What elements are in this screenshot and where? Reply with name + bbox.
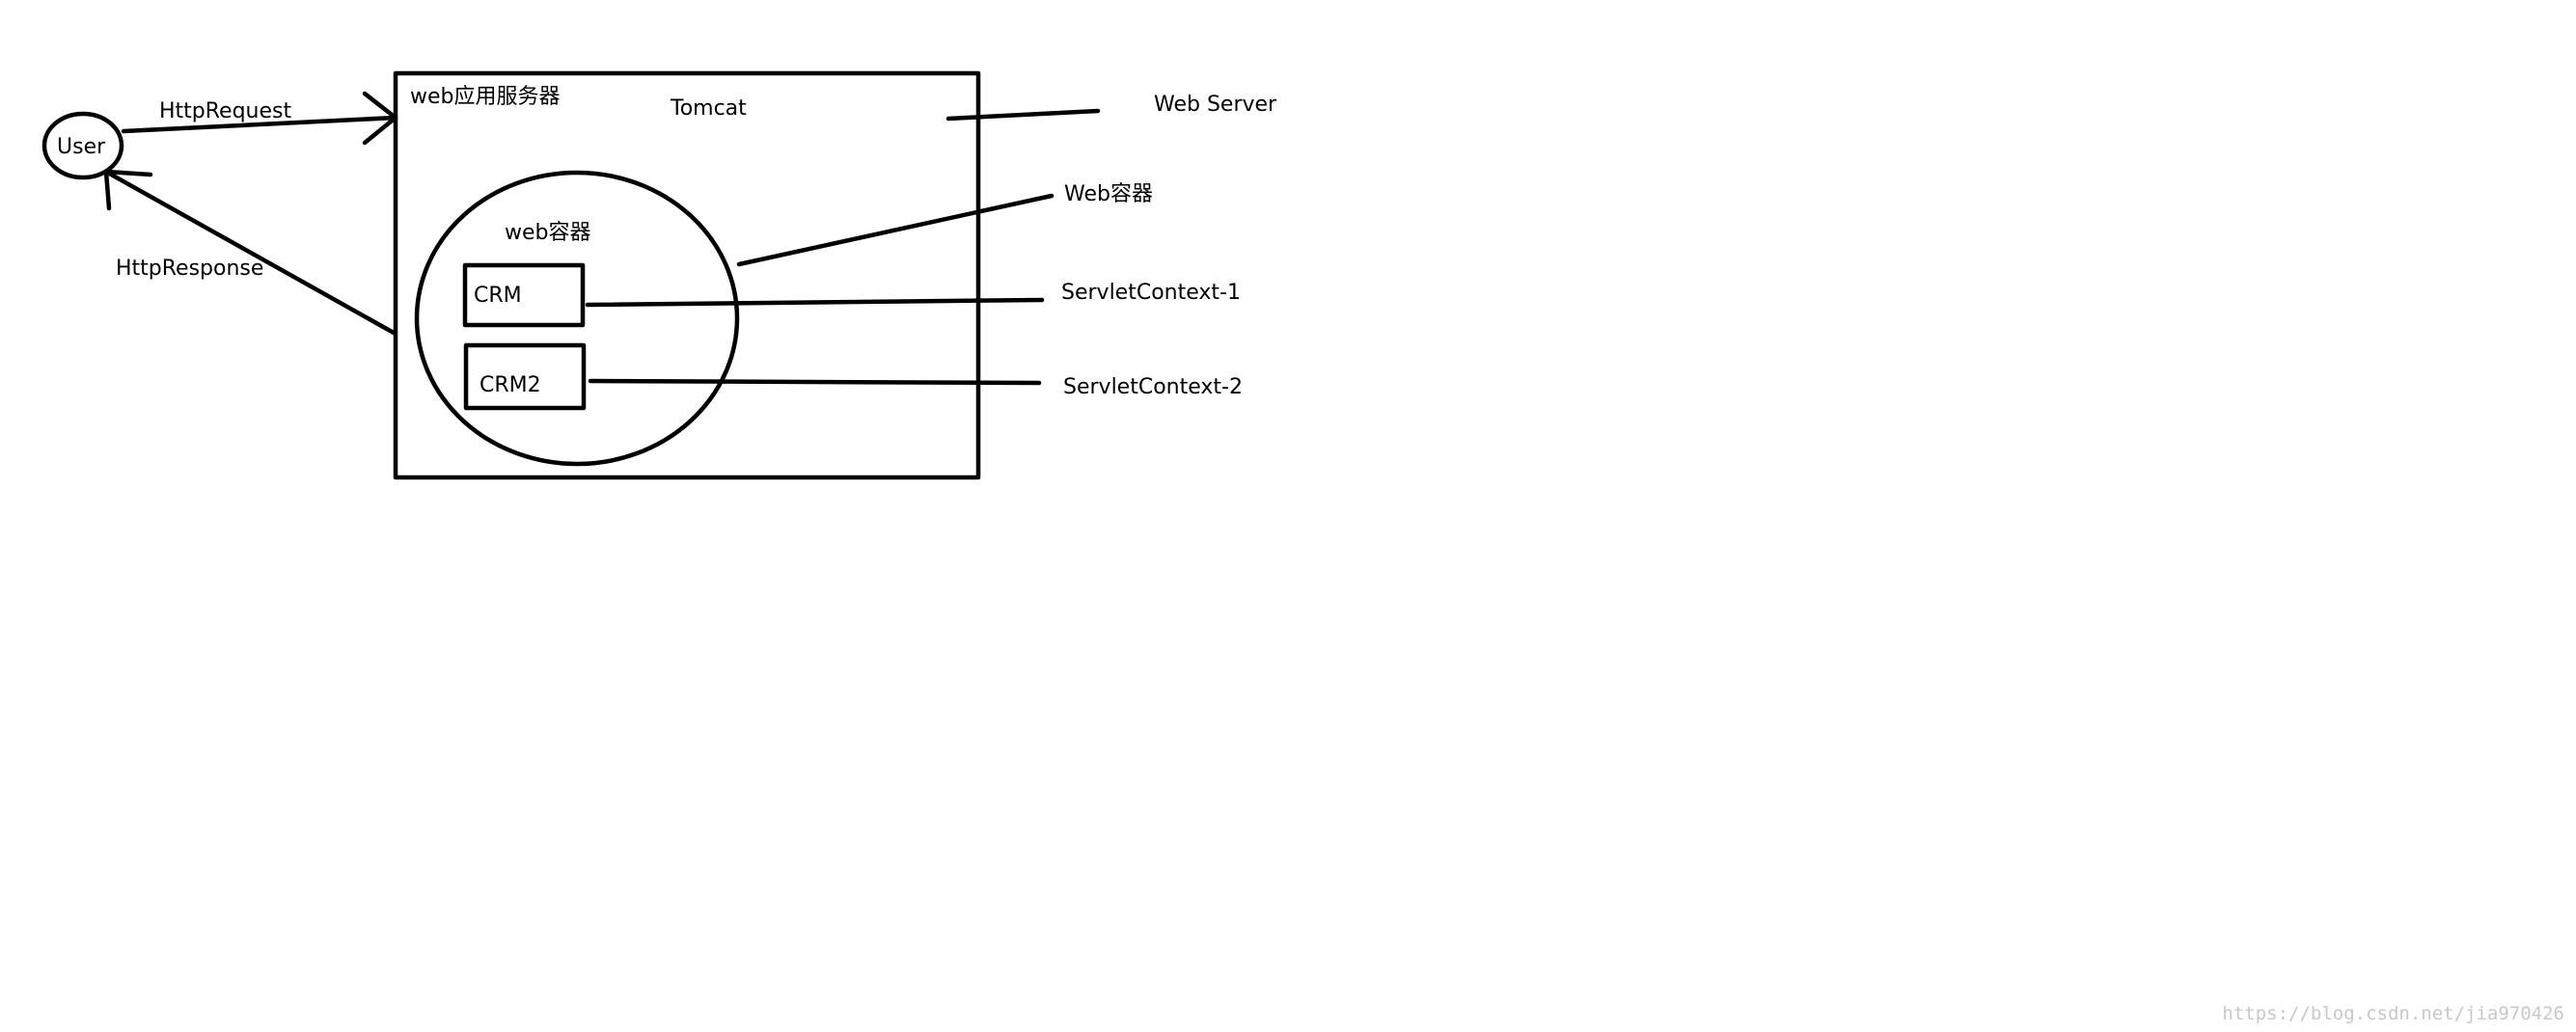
servlet-context-2-connector: [588, 378, 1042, 386]
crm2-app-label: CRM2: [480, 373, 541, 397]
user-label: User: [57, 135, 106, 159]
web-server-label: Web Server: [1154, 93, 1277, 117]
servlet-context-2-label: ServletContext-2: [1063, 375, 1243, 399]
web-container-label: web容器: [505, 221, 591, 245]
user-node: [41, 111, 124, 180]
servlet-context-1-label: ServletContext-1: [1061, 281, 1241, 305]
tomcat-label: Tomcat: [670, 96, 747, 121]
watermark: https://blog.csdn.net/jia970426: [2222, 1003, 2564, 1024]
web-container: [414, 170, 740, 467]
web-app-server-label: web应用服务器: [410, 85, 561, 109]
crm-app-label: CRM: [474, 284, 522, 308]
http-request-label: HttpRequest: [159, 99, 291, 123]
crm2-app-box: [463, 342, 587, 411]
http-response-arrow: [103, 169, 397, 336]
web-container-callout-label: Web容器: [1064, 182, 1153, 206]
web-server-connector: [945, 108, 1101, 122]
crm-app-box: [462, 262, 586, 328]
web-container-connector: [736, 193, 1055, 267]
http-response-label: HttpResponse: [116, 257, 263, 281]
web-app-server-box: [393, 70, 981, 480]
servlet-context-1-connector: [585, 297, 1045, 308]
